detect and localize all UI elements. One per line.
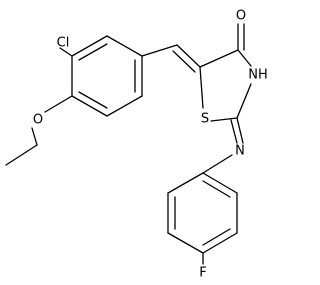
bond-c-o <box>44 95 73 113</box>
exocyclic-double-bond <box>172 50 196 73</box>
bond-s1-c5 <box>199 66 204 109</box>
bond-o-ch2 <box>31 127 38 146</box>
label-oxygen-carbonyl: O <box>236 9 246 24</box>
label-fluorine: F <box>199 266 206 281</box>
label-oxygen-ether: O <box>33 113 43 128</box>
fluorophenyl-ring <box>167 172 238 254</box>
bond-c5-c4 <box>199 49 239 68</box>
aromatic-double-bond <box>78 43 108 61</box>
bond-c-cl <box>59 47 73 57</box>
bond <box>167 172 204 194</box>
benzylidene-bridge <box>141 44 201 73</box>
bond <box>141 44 178 57</box>
aromatic-double-bond <box>78 91 108 109</box>
thiazolidinone-ring <box>199 23 252 144</box>
label-nitrogen-imine: N <box>235 144 245 159</box>
bond-c4-n3 <box>237 49 252 67</box>
label-nitrogen-amide: NH <box>248 68 268 83</box>
bond <box>202 172 238 194</box>
label-sulfur: S <box>201 112 209 127</box>
bond <box>106 95 143 117</box>
bond <box>71 35 108 57</box>
bond <box>167 232 204 254</box>
exocyclic-double-bond <box>176 44 201 68</box>
bond <box>202 232 238 254</box>
chloroethoxyphenyl-ring <box>71 35 143 117</box>
bond <box>71 95 108 117</box>
bond <box>106 35 143 57</box>
imine-double-bond <box>236 117 244 144</box>
bond-n-aryl <box>202 154 233 174</box>
bond-ch2-ch3 <box>5 144 38 166</box>
structure-diagram: Cl O O NH S N F <box>5 9 268 281</box>
imine-double-bond <box>230 119 238 144</box>
aromatic-double-bond <box>202 180 231 198</box>
bond-c2-s1 <box>210 117 238 122</box>
label-chlorine: Cl <box>57 36 70 51</box>
bond-n3-c2 <box>236 83 252 119</box>
molecule-canvas: Cl O O NH S N F <box>5 9 268 281</box>
aromatic-double-bond <box>202 228 231 246</box>
